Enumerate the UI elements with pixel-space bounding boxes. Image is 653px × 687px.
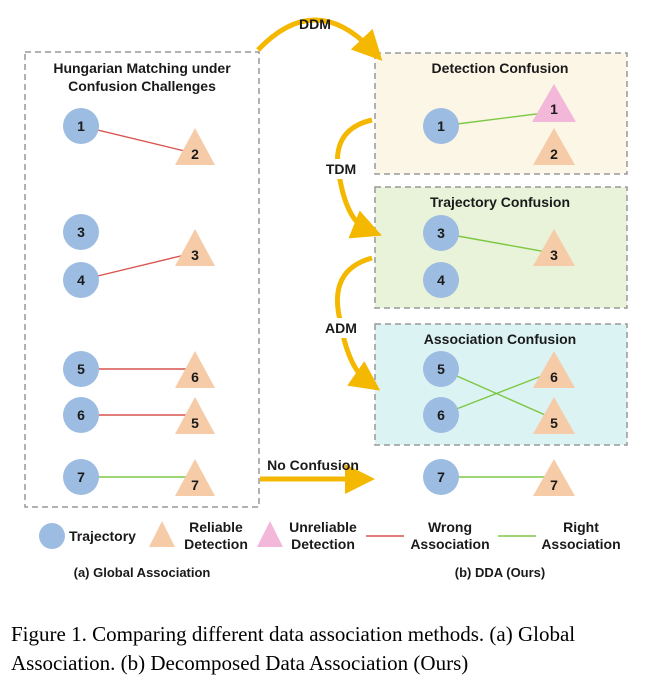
right-association-line bbox=[440, 371, 553, 416]
detection-confusion-panel bbox=[374, 52, 628, 175]
adm-label: ADM bbox=[325, 320, 357, 336]
reliable-detection-node: 3 bbox=[175, 229, 215, 266]
legend-unreliable-label-1: Unreliable bbox=[289, 519, 357, 535]
svg-text:1: 1 bbox=[77, 118, 85, 134]
tdm-label: TDM bbox=[326, 161, 356, 177]
svg-text:7: 7 bbox=[191, 477, 199, 493]
reliable-detection-node: 6 bbox=[533, 351, 575, 388]
subcaption-a: (a) Global Association bbox=[74, 565, 211, 580]
legend-wrong-label-2: Association bbox=[410, 536, 489, 552]
figure-caption-line1: Figure 1. Comparing different data assoc… bbox=[11, 622, 575, 646]
tdm-arrow bbox=[334, 117, 382, 239]
svg-text:7: 7 bbox=[437, 469, 445, 485]
reliable-detection-node: 3 bbox=[533, 229, 575, 266]
svg-text:7: 7 bbox=[550, 477, 558, 493]
svg-text:7: 7 bbox=[77, 469, 85, 485]
svg-text:6: 6 bbox=[437, 407, 445, 423]
legend-unreliable-label-2: Detection bbox=[291, 536, 355, 552]
figure-caption-line2: Association. (b) Decomposed Data Associa… bbox=[11, 651, 468, 675]
right-association-line bbox=[440, 111, 553, 127]
trajectory-node: 4 bbox=[423, 262, 459, 298]
ddm-arrow bbox=[256, 17, 383, 61]
svg-text:4: 4 bbox=[437, 272, 445, 288]
svg-text:2: 2 bbox=[550, 146, 558, 162]
legend-reliable-label-1: Reliable bbox=[189, 519, 243, 535]
svg-text:6: 6 bbox=[191, 369, 199, 385]
legend-wrong-label-1: Wrong bbox=[428, 519, 472, 535]
left-title-line2: Confusion Challenges bbox=[68, 78, 216, 94]
no-confusion-label: No Confusion bbox=[267, 457, 359, 473]
trajectory-node: 5 bbox=[423, 351, 459, 387]
trajectory-confusion-panel bbox=[374, 186, 628, 309]
trajectory-node: 4 bbox=[63, 262, 99, 298]
reliable-detection-node: 6 bbox=[175, 351, 215, 388]
reliable-detection-node: 7 bbox=[175, 459, 215, 496]
trajectory-confusion-title: Trajectory Confusion bbox=[430, 194, 570, 210]
legend-reliable-label-2: Detection bbox=[184, 536, 248, 552]
trajectory-node: 6 bbox=[423, 397, 459, 433]
trajectory-node: 3 bbox=[63, 214, 99, 250]
svg-text:6: 6 bbox=[550, 369, 558, 385]
trajectory-node: 6 bbox=[63, 397, 99, 433]
trajectory-node: 7 bbox=[63, 459, 99, 495]
svg-text:5: 5 bbox=[437, 361, 445, 377]
trajectory-node: 5 bbox=[63, 351, 99, 387]
left-title-line1: Hungarian Matching under bbox=[53, 60, 231, 76]
legend-right-label-2: Association bbox=[541, 536, 620, 552]
reliable-detection-node: 2 bbox=[175, 128, 215, 165]
ddm-label: DDM bbox=[299, 16, 331, 32]
trajectory-node: 3 bbox=[423, 215, 459, 251]
trajectory-node: 1 bbox=[63, 108, 99, 144]
unreliable-detection-node: 1 bbox=[532, 84, 576, 122]
legend: Trajectory Reliable Detection Unreliable… bbox=[39, 519, 621, 552]
svg-text:3: 3 bbox=[550, 247, 558, 263]
svg-text:5: 5 bbox=[191, 415, 199, 431]
legend-trajectory-label: Trajectory bbox=[69, 528, 136, 544]
svg-text:3: 3 bbox=[77, 224, 85, 240]
subcaption-b: (b) DDA (Ours) bbox=[455, 565, 546, 580]
right-association-line bbox=[440, 232, 553, 254]
global-association-frame bbox=[24, 51, 260, 508]
detection-confusion-title: Detection Confusion bbox=[432, 60, 569, 76]
svg-text:1: 1 bbox=[437, 118, 445, 134]
svg-text:3: 3 bbox=[437, 225, 445, 241]
trajectory-node: 1 bbox=[423, 108, 459, 144]
legend-reliable-icon bbox=[149, 521, 175, 547]
svg-text:4: 4 bbox=[77, 272, 85, 288]
legend-unreliable-icon bbox=[257, 521, 283, 547]
svg-text:5: 5 bbox=[77, 361, 85, 377]
svg-text:6: 6 bbox=[77, 407, 85, 423]
reliable-detection-node: 7 bbox=[533, 459, 575, 496]
svg-text:3: 3 bbox=[191, 247, 199, 263]
adm-label-bg bbox=[320, 318, 362, 338]
reliable-detection-node: 5 bbox=[533, 397, 575, 434]
reliable-detection-node: 2 bbox=[533, 128, 575, 165]
wrong-association-line bbox=[80, 125, 194, 154]
tdm-label-bg bbox=[320, 159, 362, 179]
reliable-detection-node: 5 bbox=[175, 397, 215, 434]
association-confusion-panel bbox=[374, 323, 628, 446]
trajectory-node: 7 bbox=[423, 459, 459, 495]
association-confusion-title: Association Confusion bbox=[424, 331, 576, 347]
svg-text:2: 2 bbox=[191, 146, 199, 162]
svg-text:5: 5 bbox=[550, 415, 558, 431]
legend-trajectory-icon bbox=[39, 523, 65, 549]
wrong-association-line bbox=[80, 252, 194, 281]
legend-right-label-1: Right bbox=[563, 519, 599, 535]
svg-text:1: 1 bbox=[550, 101, 558, 117]
